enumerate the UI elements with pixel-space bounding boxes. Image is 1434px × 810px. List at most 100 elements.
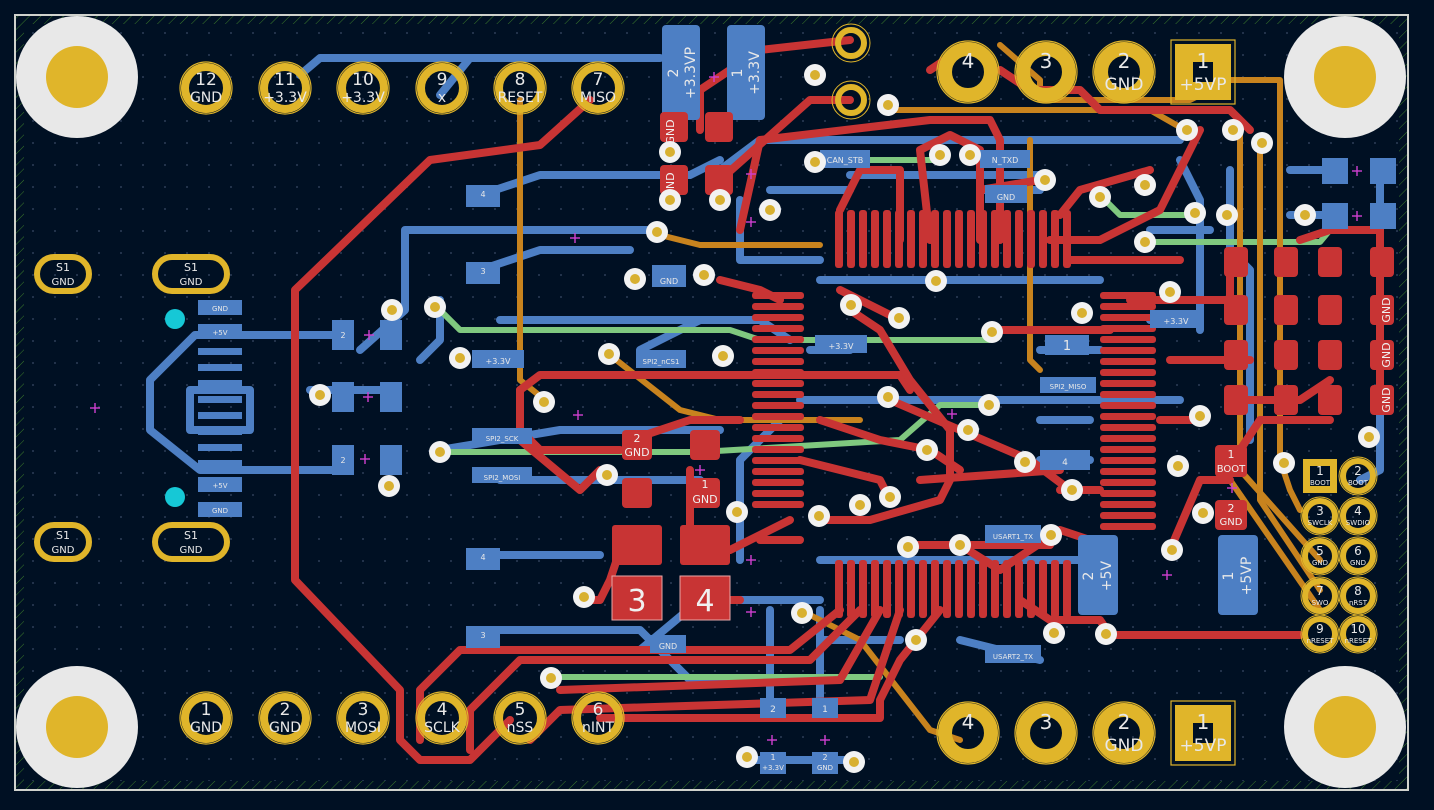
- label-usart2-tx: USART2_TX: [993, 653, 1033, 661]
- connector-pin[interactable]: 1+5VP: [1170, 700, 1236, 766]
- ic-bottom-pins: [835, 560, 1071, 618]
- prog-pin-num: 9: [1316, 622, 1324, 636]
- big-pad-4[interactable]: 4: [679, 575, 731, 621]
- pad-net: +5VP: [1239, 557, 1255, 596]
- usb-pad-5v-top: +5V: [212, 329, 227, 337]
- usb-pad-gnd-top: GND: [212, 305, 228, 313]
- pin-net: GND: [269, 720, 301, 736]
- back-labels: CAN_STB N_TXD GND GND SPI2_nCS1 SPI2_SCK…: [332, 150, 1396, 774]
- ic-pin: [1063, 210, 1071, 268]
- ic-pin: [752, 402, 804, 409]
- usb-pad-5v-bot: +5V: [212, 482, 227, 490]
- label-gnd: GND: [659, 642, 677, 651]
- smd-pad: [1274, 247, 1298, 277]
- ic-pin: [752, 347, 804, 354]
- smd-pad: [1274, 385, 1298, 415]
- pin-net: +5VP: [1180, 736, 1227, 756]
- ic-pin: [752, 490, 804, 497]
- pad-num: 2: [666, 69, 682, 78]
- pad-num: 4: [695, 584, 714, 619]
- pad-num: 3: [627, 584, 646, 619]
- connector-pin[interactable]: 1+5VP: [1170, 39, 1236, 105]
- pad-net: +3.3V: [747, 51, 763, 95]
- header-pin[interactable]: 9x: [415, 61, 469, 115]
- usb-shield-tl[interactable]: S1 GND: [34, 254, 92, 294]
- connector-pin[interactable]: 4: [936, 701, 1000, 765]
- ic-pin: [967, 560, 975, 618]
- prog-pin-num: 10: [1350, 622, 1365, 636]
- usb-shield-bl[interactable]: S1 GND: [34, 522, 92, 562]
- power-pad-5v[interactable]: 2 +5V: [1078, 535, 1118, 615]
- pad-label: GND: [692, 493, 717, 506]
- label-usart1-tx: USART1_TX: [993, 533, 1033, 541]
- label-3v3: +3.3V: [829, 342, 854, 351]
- ic-pin: [847, 560, 855, 618]
- prog-pin-num: 2: [1354, 464, 1362, 478]
- connector-pin[interactable]: 4: [936, 40, 1000, 104]
- pin-number: 1: [201, 700, 212, 720]
- bus-pad-4: 4: [480, 190, 485, 199]
- power-pad-3v3[interactable]: 1 +3.3V: [727, 25, 765, 120]
- usb-shield-br[interactable]: S1 GND: [152, 522, 230, 562]
- power-pad-3v3p[interactable]: 2 +3.3VP: [662, 25, 700, 120]
- ic-pin: [1100, 325, 1156, 332]
- boot-gnd-num: 2: [1228, 502, 1235, 515]
- pin-net: +3.3V: [263, 90, 307, 106]
- pin-number: 7: [593, 70, 604, 90]
- header-pin[interactable]: 11+3.3V: [258, 61, 312, 115]
- power-pad-5vp[interactable]: 1 +5VP: [1218, 535, 1258, 615]
- origin-markers: [90, 72, 1362, 745]
- connector-pin[interactable]: 3: [1014, 40, 1078, 104]
- big-pad-3[interactable]: 3: [611, 575, 663, 621]
- bottom-gnd-num: 2: [822, 753, 827, 762]
- ic-pin: [991, 210, 999, 268]
- pin-net: SCLK: [424, 720, 460, 736]
- bus-pad-2: 2: [340, 331, 345, 340]
- ic-pin: [859, 560, 867, 618]
- boot-gnd-net: GND: [1220, 517, 1243, 528]
- ic-pin: [1100, 402, 1156, 409]
- usb-shield-tr[interactable]: S1 GND: [152, 254, 230, 294]
- label-3v3: +3.3V: [1164, 317, 1189, 326]
- smd-pad: [1370, 247, 1394, 277]
- ic-pin: [752, 369, 804, 376]
- pad-num: 1: [702, 478, 709, 491]
- prog-header: 1BOOT2BOOT3SWCLK4SWDIO5GND6GND7SWO8nRST9…: [1300, 456, 1378, 654]
- prog-pin-net: BOOT: [1310, 479, 1331, 487]
- usb-pad-gnd-bot: GND: [212, 507, 228, 515]
- header-pin[interactable]: 10+3.3V: [336, 61, 390, 115]
- fiducial-top: [165, 309, 185, 329]
- pin-number: 4: [962, 49, 975, 73]
- connector-pin[interactable]: 3: [1014, 701, 1078, 765]
- shield-net: GND: [180, 277, 203, 288]
- pin-number: 12: [195, 70, 217, 90]
- ic-pin: [1100, 336, 1156, 343]
- ic-right-pins: [1100, 292, 1156, 530]
- ic-pin: [752, 424, 804, 431]
- pad-label: GND: [624, 446, 649, 459]
- resistor-net: GND: [1380, 297, 1393, 322]
- boot-pad-net: BOOT: [1217, 464, 1246, 475]
